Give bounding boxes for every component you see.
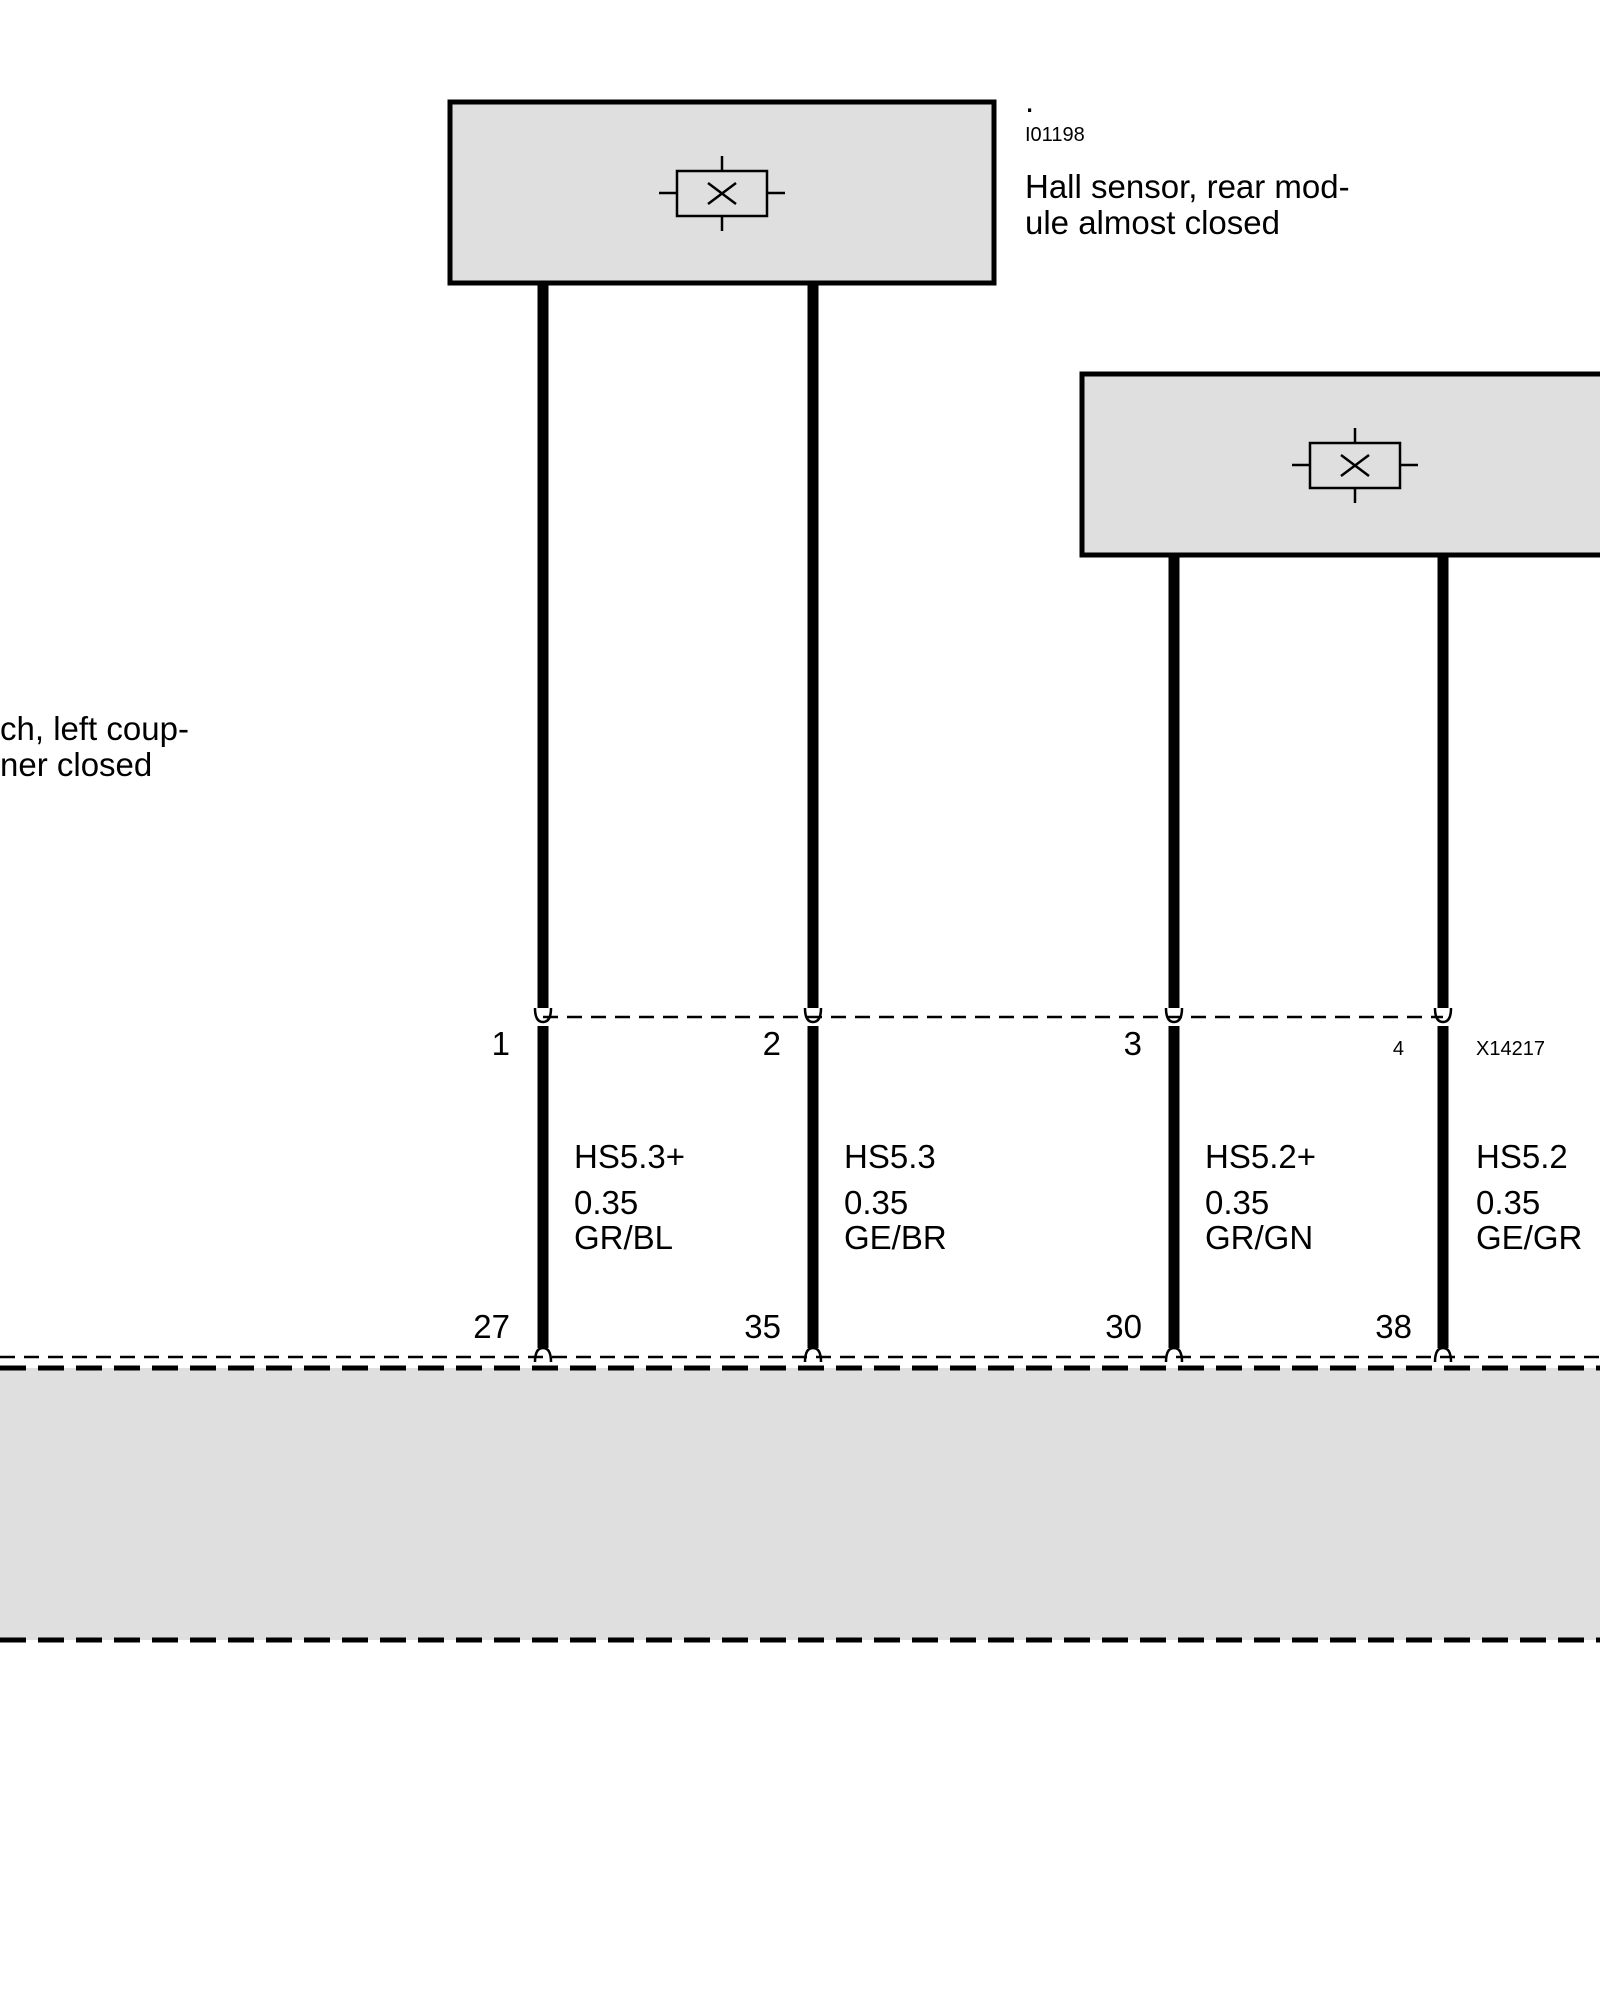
- wire-2: [803, 281, 823, 1363]
- wire-2-gauge: 0.35: [844, 1184, 908, 1221]
- wire-1-signal: HS5.3+: [574, 1138, 685, 1175]
- component-label-line1: Hall sensor, rear mod-: [1025, 168, 1350, 205]
- control-unit-pin-27: 27: [473, 1308, 510, 1345]
- wire-3-color: GR/GN: [1205, 1219, 1313, 1256]
- wire-4-signal: HS5.2: [1476, 1138, 1568, 1175]
- wire-1-gauge: 0.35: [574, 1184, 638, 1221]
- control-unit-box: [0, 1368, 1600, 1640]
- hall-sensor-box-2: [1079, 371, 1600, 558]
- connector-pin-1: 1: [492, 1025, 510, 1062]
- connector-id: X14217: [1476, 1038, 1545, 1060]
- hall-sensor-symbol-icon: [659, 156, 785, 231]
- left-component-label-line2: ner closed: [0, 746, 152, 783]
- component-label-line2: ule almost closed: [1025, 204, 1280, 241]
- component-id: I01198: [1025, 124, 1085, 146]
- wire-2-color: GE/BR: [844, 1219, 947, 1256]
- control-unit-pin-30: 30: [1105, 1308, 1142, 1345]
- wire-3-signal: HS5.2+: [1205, 1138, 1316, 1175]
- wire-1: [533, 281, 553, 1363]
- wire-1-color: GR/BL: [574, 1219, 673, 1256]
- wire-4-color: GE/GR: [1476, 1219, 1582, 1256]
- left-component-label-line1: ch, left coup-: [0, 710, 189, 747]
- wire-3: [1164, 553, 1184, 1363]
- component-dot: .: [1025, 82, 1034, 119]
- wire-3-gauge: 0.35: [1205, 1184, 1269, 1221]
- control-unit-pin-38: 38: [1375, 1308, 1412, 1345]
- wire-4-gauge: 0.35: [1476, 1184, 1540, 1221]
- connector-pin-2: 2: [763, 1025, 781, 1062]
- wire-4: [1433, 553, 1453, 1363]
- wire-2-signal: HS5.3: [844, 1138, 936, 1175]
- control-unit-pin-35: 35: [744, 1308, 781, 1345]
- connector-pin-4: 4: [1393, 1038, 1404, 1060]
- connector-pin-3: 3: [1124, 1025, 1142, 1062]
- hall-sensor-2-symbol-icon: [1292, 428, 1418, 503]
